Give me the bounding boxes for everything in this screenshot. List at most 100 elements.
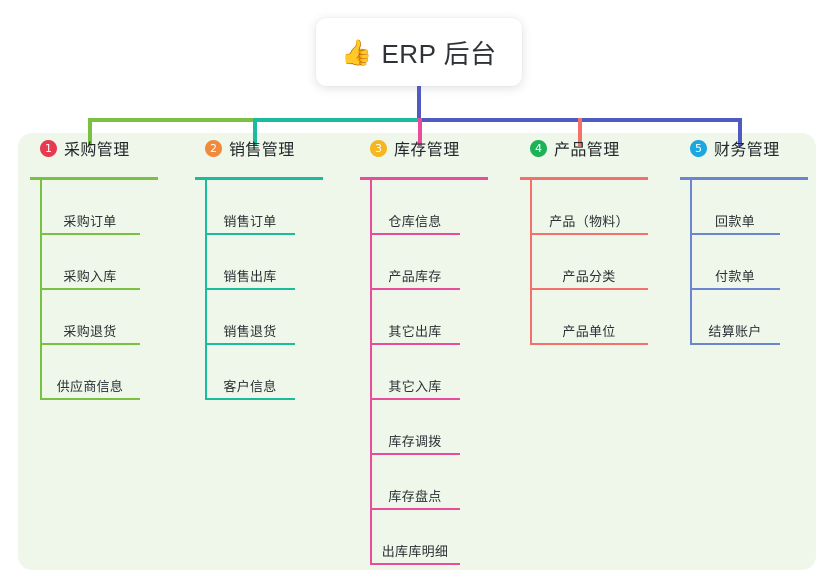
leaf-item[interactable]: 产品库存 (370, 235, 460, 290)
leaf-item-label: 库存调拨 (388, 434, 442, 449)
leaf-item-rule (370, 453, 460, 455)
thumbs-up-icon: 👍 (341, 38, 373, 67)
leaf-item-label: 客户信息 (223, 379, 277, 394)
leaf-item-rule (690, 343, 780, 345)
column-title-2: 销售管理 (229, 142, 295, 159)
leaf-item-rule (40, 343, 140, 345)
leaf-item-rule (530, 233, 648, 235)
leaf-item-label: 产品库存 (388, 269, 442, 284)
leaf-item-label: 结算账户 (708, 324, 762, 339)
leaf-item[interactable]: 客户信息 (205, 345, 295, 400)
leaf-item-rule (530, 288, 648, 290)
column-header-rule-3 (360, 177, 488, 180)
leaf-item[interactable]: 仓库信息 (370, 180, 460, 235)
leaf-item-label: 供应商信息 (56, 379, 124, 394)
segment-teal (253, 118, 420, 122)
leaf-item[interactable]: 其它入库 (370, 345, 460, 400)
drop-finance (738, 118, 742, 146)
leaf-item[interactable]: 库存调拨 (370, 400, 460, 455)
column-1: 1 采购管理采购订单采购入库采购退货供应商信息 (18, 136, 158, 400)
leaf-item[interactable]: 供应商信息 (40, 345, 140, 400)
column-spine-2 (205, 180, 207, 400)
column-header-rule-2 (195, 177, 323, 180)
leaf-item-rule (205, 288, 295, 290)
drop-purchasing (88, 118, 92, 146)
leaf-item-rule (205, 398, 295, 400)
column-title-5: 财务管理 (714, 142, 780, 159)
leaf-item-label: 仓库信息 (388, 214, 442, 229)
leaf-item-label: 采购退货 (63, 324, 117, 339)
leaf-item[interactable]: 出库库明细 (370, 510, 460, 565)
leaf-item-rule (530, 343, 648, 345)
drop-product (578, 118, 582, 146)
leaf-item[interactable]: 销售退货 (205, 290, 295, 345)
leaf-item-rule (40, 233, 140, 235)
column-3: 3 库存管理仓库信息产品库存其它出库其它入库库存调拨库存盘点出库库明细 (348, 136, 488, 565)
leaf-item-label: 产品分类 (562, 269, 616, 284)
leaf-item-rule (205, 233, 295, 235)
leaf-item-rule (370, 398, 460, 400)
diagram-title-card[interactable]: 👍 ERP 后台 (316, 18, 522, 86)
leaf-item-label: 销售退货 (223, 324, 277, 339)
column-badge-2: 2 (205, 139, 222, 157)
leaf-item[interactable]: 产品单位 (530, 290, 648, 345)
page-title: ERP 后台 (381, 38, 497, 69)
leaf-item-label: 付款单 (715, 269, 755, 284)
diagram-panel (18, 133, 816, 570)
leaf-item-rule (370, 288, 460, 290)
column-header-rule-1 (30, 177, 158, 180)
leaf-item-label: 库存盘点 (388, 489, 442, 504)
leaf-item-rule (370, 508, 460, 510)
column-header-rule-5 (680, 177, 808, 180)
column-header-1[interactable]: 1 采购管理 (18, 136, 130, 160)
leaf-item-label: 产品（物料） (549, 214, 629, 229)
trunk-connector (417, 86, 421, 122)
column-header-5[interactable]: 5 财务管理 (668, 136, 780, 160)
column-badge-5: 5 (690, 139, 707, 157)
leaf-item-label: 其它出库 (388, 324, 442, 339)
column-badge-3: 3 (370, 139, 387, 157)
leaf-item-rule (690, 233, 780, 235)
leaf-item[interactable]: 采购退货 (40, 290, 140, 345)
leaf-item-label: 销售订单 (223, 214, 277, 229)
leaf-item-label: 其它入库 (388, 379, 442, 394)
leaf-item-label: 出库库明细 (381, 544, 449, 559)
column-spine-3 (370, 180, 372, 565)
leaf-item-label: 回款单 (715, 214, 755, 229)
column-title-1: 采购管理 (64, 142, 130, 159)
leaf-item-rule (370, 343, 460, 345)
drop-sales (253, 118, 257, 146)
leaf-item[interactable]: 销售出库 (205, 235, 295, 290)
leaf-item[interactable]: 采购订单 (40, 180, 140, 235)
leaf-item[interactable]: 销售订单 (205, 180, 295, 235)
leaf-item-label: 采购入库 (63, 269, 117, 284)
leaf-item-label: 销售出库 (223, 269, 277, 284)
column-spine-4 (530, 180, 532, 345)
leaf-item[interactable]: 产品（物料） (530, 180, 648, 235)
column-badge-1: 1 (40, 139, 57, 157)
leaf-item[interactable]: 产品分类 (530, 235, 648, 290)
column-header-2[interactable]: 2 销售管理 (183, 136, 295, 160)
column-header-rule-4 (520, 177, 648, 180)
leaf-item[interactable]: 回款单 (690, 180, 780, 235)
column-title-3: 库存管理 (394, 142, 460, 159)
column-2: 2 销售管理销售订单销售出库销售退货客户信息 (183, 136, 323, 400)
leaf-item-rule (40, 398, 140, 400)
column-spine-5 (690, 180, 692, 345)
leaf-item[interactable]: 付款单 (690, 235, 780, 290)
column-spine-1 (40, 180, 42, 400)
column-title-4: 产品管理 (554, 142, 620, 159)
leaf-item[interactable]: 采购入库 (40, 235, 140, 290)
leaf-item-label: 采购订单 (63, 214, 117, 229)
leaf-item[interactable]: 结算账户 (690, 290, 780, 345)
leaf-item-rule (40, 288, 140, 290)
leaf-item-rule (370, 563, 460, 565)
leaf-item[interactable]: 其它出库 (370, 290, 460, 345)
column-5: 5 财务管理回款单付款单结算账户 (668, 136, 808, 345)
leaf-item[interactable]: 库存盘点 (370, 455, 460, 510)
segment-green (88, 118, 255, 122)
column-header-3[interactable]: 3 库存管理 (348, 136, 460, 160)
